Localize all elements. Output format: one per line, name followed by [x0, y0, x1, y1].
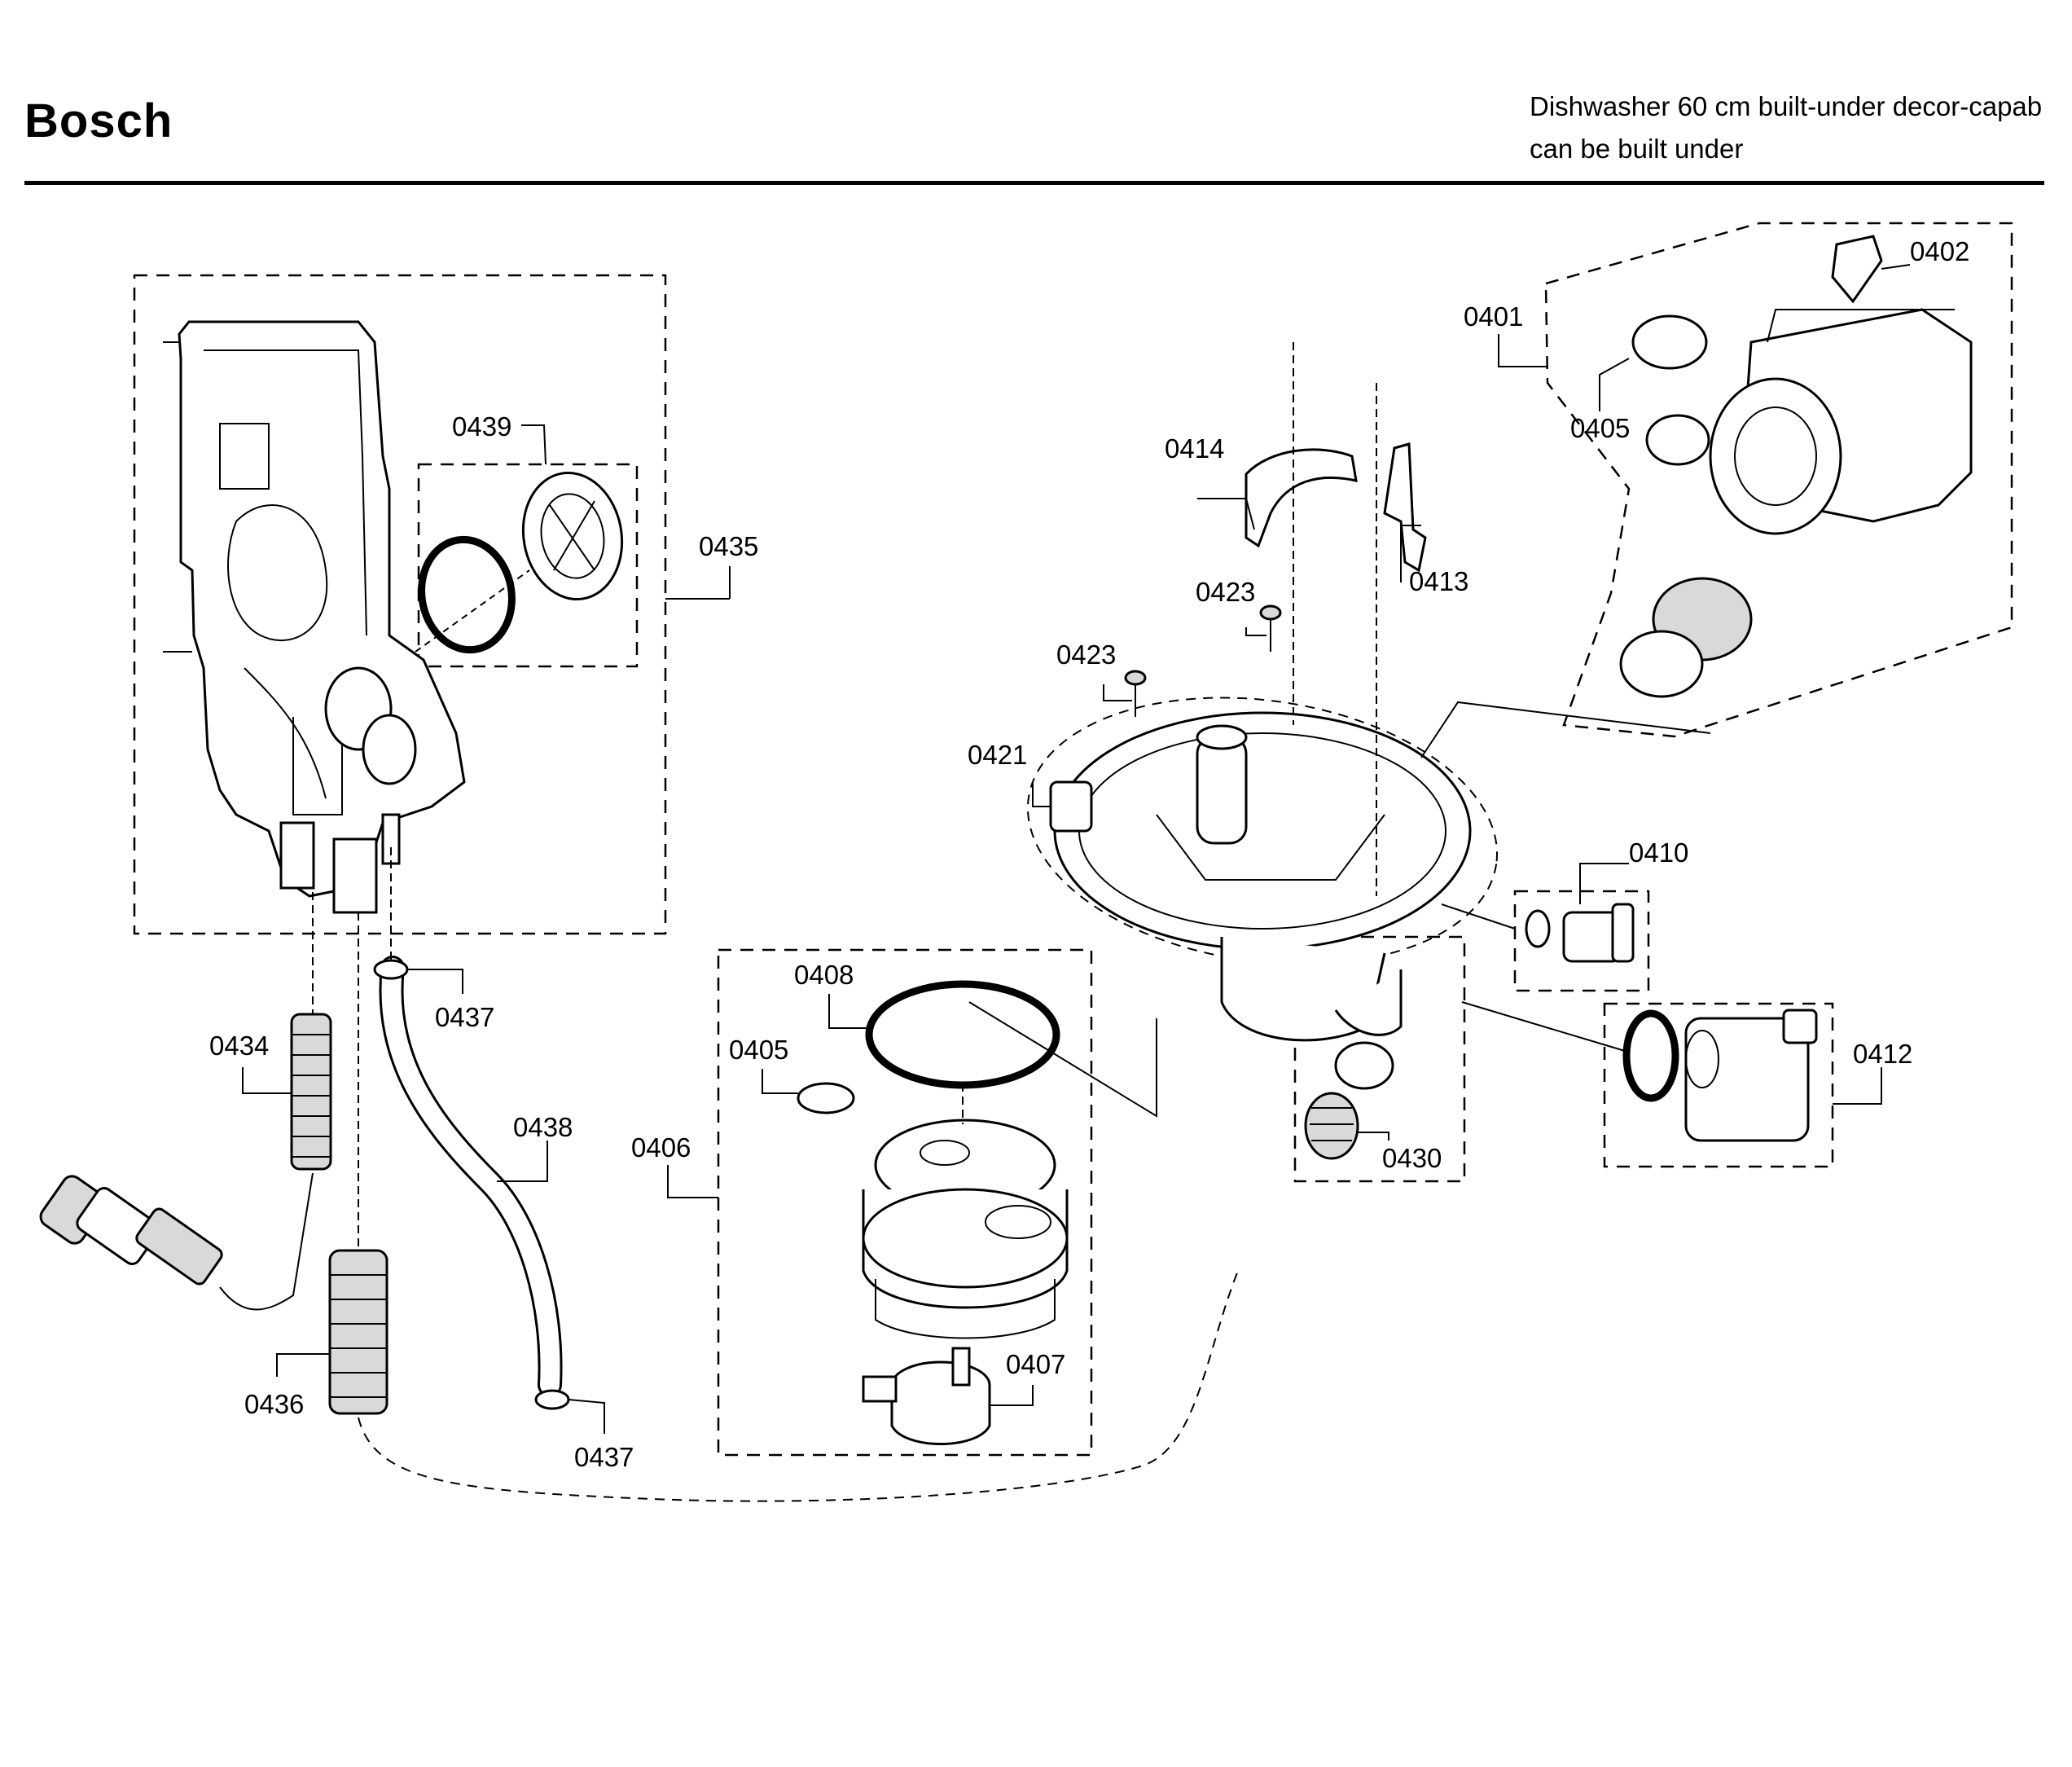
clip-0414 [1245, 448, 1358, 548]
leader-0434 [242, 1067, 292, 1094]
leader-0412 [1833, 1067, 1882, 1105]
group-box-0435 [133, 274, 667, 935]
seal-ring-0410 [1525, 909, 1551, 948]
drain-connector [39, 1172, 314, 1311]
leader-0423-lower [1103, 684, 1132, 701]
leader-0437-bottom [568, 1399, 605, 1434]
group-box-0430 [1293, 935, 1466, 1183]
screw-0423-upper [1259, 604, 1282, 652]
leader-0402 [1881, 264, 1911, 270]
distributor-cover-0439 [521, 471, 624, 601]
callout-0408: 0408 [794, 960, 854, 990]
leader-0407 [990, 1385, 1034, 1406]
callout-0405-pump: 0405 [1570, 413, 1630, 443]
header-rule [24, 181, 2044, 185]
callout-0421: 0421 [968, 740, 1027, 770]
callout-0413: 0413 [1409, 566, 1468, 596]
model-description-line1: Dishwasher 60 cm built-under decor-capab [1530, 91, 2043, 121]
seal-ring-0412 [1622, 1009, 1679, 1102]
assembly-line-0439 [415, 569, 530, 653]
callout-0430: 0430 [1382, 1143, 1442, 1173]
seal-ring-0439 [418, 535, 516, 654]
leader-0410 [1579, 863, 1629, 904]
leader-0421 [1032, 782, 1051, 807]
callout-0434: 0434 [209, 1031, 269, 1061]
leader-0408 [828, 994, 869, 1029]
callout-0438: 0438 [513, 1112, 573, 1142]
screw-0423-lower [1124, 670, 1147, 717]
callout-0414: 0414 [1165, 433, 1224, 464]
model-description-line2: can be built under [1530, 134, 1744, 164]
hose-clamp-0405-center [797, 1082, 855, 1114]
leader-0405-pump [1599, 358, 1630, 411]
seal-ring-0408 [865, 980, 1060, 1089]
filter-housing-0406 [862, 1119, 1069, 1339]
leader-0414 [1197, 498, 1255, 530]
corrugated-hose-0436 [328, 1249, 388, 1415]
assembly-line-0406-sump [968, 1001, 1157, 1118]
leader-0406 [667, 1165, 718, 1198]
assembly-line-0410 [1441, 903, 1516, 930]
callout-0439: 0439 [452, 411, 511, 442]
bracket-0402 [1831, 235, 1883, 304]
page-header: Bosch Dishwasher 60 cm built-under decor… [0, 0, 2072, 196]
leader-0430 [1356, 1132, 1389, 1141]
hose-clamp-0437-bottom [534, 1389, 570, 1410]
callout-0423-upper: 0423 [1196, 577, 1255, 607]
sump-housing-0421 [1049, 711, 1472, 1090]
group-box-0406 [717, 948, 1093, 1457]
group-box-0412 [1603, 1002, 1834, 1168]
leader-0413 [1400, 525, 1421, 582]
callout-0406: 0406 [631, 1132, 691, 1163]
callout-0410: 0410 [1629, 837, 1688, 868]
hose-clamp-0405-pump [1631, 314, 1708, 370]
corrugated-hose-0434 [290, 1013, 332, 1171]
water-distributor-housing [163, 320, 466, 914]
pump-outlet-connector [1619, 577, 1753, 698]
group-box-0439 [417, 463, 639, 668]
bracket-0413 [1383, 442, 1427, 573]
group-box-0410 [1513, 890, 1650, 992]
circulation-pump-0401 [1709, 308, 1973, 535]
leader-0423-upper [1245, 627, 1266, 636]
callout-0437-top: 0437 [435, 1002, 494, 1032]
callout-0402: 0402 [1910, 236, 1969, 266]
routing-line-bottom [358, 1270, 1239, 1502]
callout-0435: 0435 [699, 531, 758, 561]
brand-name: Bosch [24, 95, 173, 147]
leader-0439 [521, 424, 547, 465]
leader-0438 [497, 1141, 548, 1182]
sensor-0410 [1562, 903, 1635, 963]
group-box-0401 [1544, 222, 2013, 738]
callout-0437-bottom: 0437 [574, 1442, 634, 1472]
leader-0436 [276, 1353, 330, 1377]
leader-0405-center [762, 1069, 798, 1094]
callout-0436: 0436 [244, 1389, 304, 1419]
hose-clamp-0437-top [373, 959, 409, 980]
leader-0437-top [407, 969, 463, 994]
assembly-line-0401 [1420, 701, 1711, 758]
hose-0438-fill [381, 958, 560, 1395]
callout-0423-lower: 0423 [1056, 640, 1116, 670]
callout-0405-center: 0405 [729, 1035, 788, 1065]
pump-unit-0412 [1684, 1009, 1818, 1142]
leader-0401 [1498, 334, 1547, 367]
callout-0401: 0401 [1464, 301, 1523, 332]
callout-0412: 0412 [1853, 1039, 1912, 1069]
assembly-line-0412 [1461, 1001, 1626, 1052]
motor-0407 [862, 1347, 991, 1445]
pump-inlet-stub [1645, 414, 1710, 466]
callout-0407: 0407 [1006, 1349, 1065, 1379]
check-valve-0430 [1304, 1092, 1359, 1160]
